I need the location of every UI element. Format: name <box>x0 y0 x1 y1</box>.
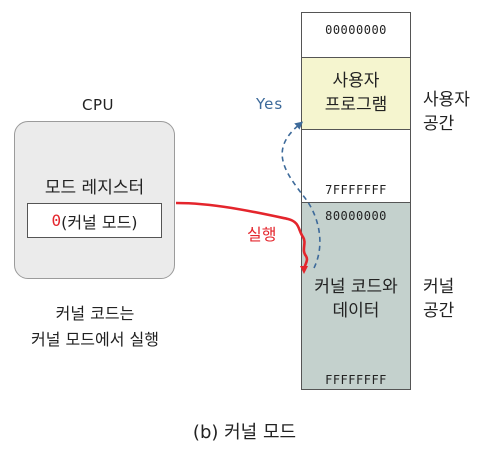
figure-caption: (b) 커널 모드 <box>192 422 297 443</box>
yes-arrow <box>281 121 321 269</box>
memory-segment-top <box>301 12 411 57</box>
cpu-caption-line2: 커널 모드에서 실행 <box>31 330 159 349</box>
kernel-space-line2: 공간 <box>423 301 455 321</box>
memory-segment-kernel <box>301 202 411 390</box>
kernel-code-label: 커널 코드와 데이터 <box>301 275 411 323</box>
mode-register-box: 0(커널 모드) <box>27 203 162 238</box>
user-program-line2: 프로그램 <box>324 95 388 115</box>
cpu-box <box>14 121 175 279</box>
cpu-caption: 커널 코드는 커널 모드에서 실행 <box>5 301 185 353</box>
user-space-line1: 사용자 <box>423 90 470 110</box>
address-user-end: 7FFFFFFF <box>325 183 387 197</box>
kernel-code-line2: 데이터 <box>332 301 380 321</box>
kernel-space-label: 커널 공간 <box>423 275 454 323</box>
address-end: FFFFFFFF <box>325 373 387 387</box>
mode-register-value-desc: (커널 모드) <box>61 212 138 232</box>
user-space-label: 사용자 공간 <box>423 88 470 136</box>
yes-label: Yes <box>256 95 284 113</box>
cpu-caption-line1: 커널 코드는 <box>55 304 135 323</box>
memory-segment-gap <box>301 129 411 202</box>
user-program-line1: 사용자 <box>332 71 380 91</box>
mode-register-value: 0 <box>51 211 62 230</box>
execute-label: 실행 <box>247 225 277 244</box>
memory-segment-user <box>301 57 411 129</box>
kernel-code-line1: 커널 코드와 <box>314 277 398 297</box>
kernel-space-line1: 커널 <box>423 277 455 297</box>
execute-arrow <box>175 201 309 274</box>
mode-register-label: 모드 레지스터 <box>44 178 145 198</box>
cpu-title: CPU <box>82 96 114 114</box>
user-space-line2: 공간 <box>423 114 455 134</box>
address-kernel-start: 80000000 <box>325 209 387 223</box>
user-program-label: 사용자 프로그램 <box>301 69 411 117</box>
address-start: 00000000 <box>325 23 387 37</box>
